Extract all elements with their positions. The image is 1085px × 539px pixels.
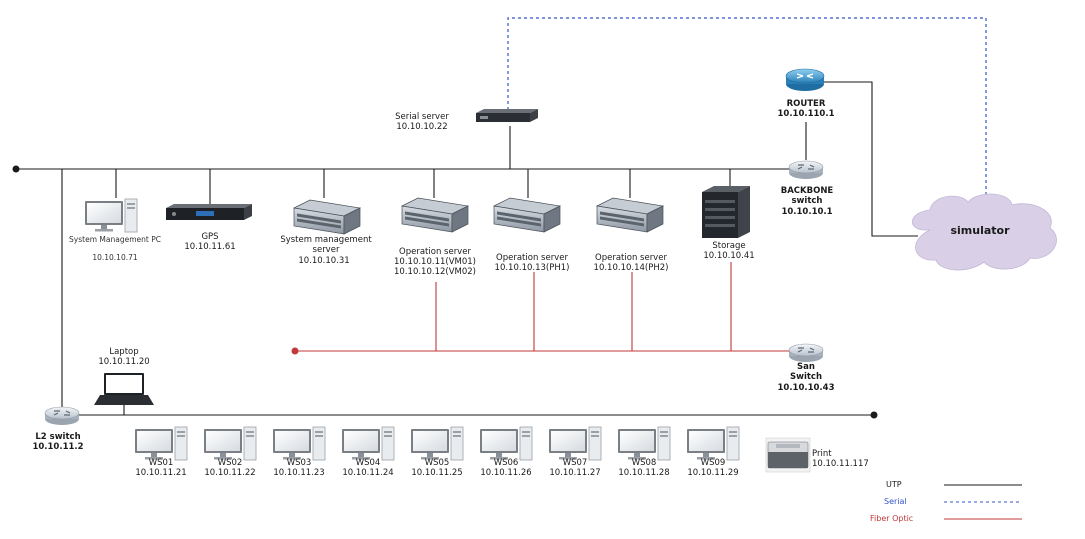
serial-server-name: Serial server xyxy=(395,112,449,122)
laptop-name: Laptop xyxy=(109,347,139,357)
ws-name: WS05 xyxy=(424,458,450,468)
operation-server-vm-icon xyxy=(401,197,469,233)
op-ph1-name: Operation server xyxy=(496,253,568,263)
op-vm-ip1: 10.10.10.11(VM01) xyxy=(394,257,476,267)
print-ip: 10.10.11.117 xyxy=(812,459,869,469)
router-icon xyxy=(785,68,825,91)
legend-serial: Serial xyxy=(884,497,907,506)
serial-link xyxy=(507,17,987,200)
operation-server-ph1-icon xyxy=(493,197,561,233)
storage-ip: 10.10.10.41 xyxy=(703,251,755,261)
l2-switch-name: L2 switch xyxy=(35,432,81,442)
gps-ip: 10.10.11.61 xyxy=(184,242,236,252)
router-ip: 10.10.110.1 xyxy=(777,109,835,119)
ws-ip: 10.10.11.23 xyxy=(273,468,325,478)
storage-name: Storage xyxy=(712,241,746,251)
ws-ip: 10.10.11.27 xyxy=(549,468,601,478)
ws-icon xyxy=(134,426,188,461)
ws-name: WS08 xyxy=(631,458,657,468)
ws-icon xyxy=(410,426,464,461)
ws-name: WS01 xyxy=(148,458,174,468)
ws-ip: 10.10.11.28 xyxy=(618,468,670,478)
san-switch-icon xyxy=(788,343,824,363)
ws-name: WS06 xyxy=(493,458,519,468)
printer-icon xyxy=(765,437,811,473)
ws-icon xyxy=(686,426,740,461)
serial-server-icon xyxy=(476,109,538,122)
ws-name: WS07 xyxy=(562,458,588,468)
ws-name: WS04 xyxy=(355,458,381,468)
laptop-ip: 10.10.11.20 xyxy=(98,357,150,367)
legend-fiber: Fiber Optic xyxy=(870,514,914,523)
router-name: ROUTER xyxy=(786,99,826,109)
ws-name: WS02 xyxy=(217,458,243,468)
san-switch-name: San Switch xyxy=(789,362,823,382)
system-pc-name: System Management PC xyxy=(69,235,161,244)
gps-name: GPS xyxy=(201,232,219,242)
ws-ip: 10.10.11.26 xyxy=(480,468,532,478)
op-ph1-ip: 10.10.10.13(PH1) xyxy=(494,263,570,273)
legend-utp: UTP xyxy=(886,480,902,489)
serial-server-ip: 10.10.10.22 xyxy=(396,122,448,132)
ws-ip: 10.10.11.22 xyxy=(204,468,256,478)
fiber-lines xyxy=(295,262,790,352)
l2-switch-icon xyxy=(44,406,80,426)
laptop-icon xyxy=(94,373,154,405)
system-pc-ip: 10.10.10.71 xyxy=(92,253,138,262)
ws-icon xyxy=(548,426,602,461)
system-server-ip: 10.10.10.31 xyxy=(298,256,350,266)
system-management-pc-icon xyxy=(84,198,138,233)
workstation-icons xyxy=(134,426,740,461)
ws-ip: 10.10.11.29 xyxy=(687,468,739,478)
system-management-server-icon xyxy=(293,199,361,235)
simulator-label: simulator xyxy=(950,224,1010,237)
op-vm-name: Operation server xyxy=(399,247,471,257)
ws-icon xyxy=(203,426,257,461)
simulator-cloud xyxy=(912,193,1057,271)
backbone-switch-icon xyxy=(788,160,824,180)
ws-ip: 10.10.11.24 xyxy=(342,468,394,478)
san-switch-ip: 10.10.10.43 xyxy=(777,383,835,393)
ws-icon xyxy=(479,426,533,461)
ws-icon xyxy=(617,426,671,461)
op-ph2-ip: 10.10.10.14(PH2) xyxy=(593,263,669,273)
storage-icon xyxy=(702,186,750,238)
gps-icon xyxy=(166,204,252,220)
ws-ip: 10.10.11.25 xyxy=(411,468,463,478)
op-vm-ip2: 10.10.10.12(VM02) xyxy=(394,267,476,277)
system-server-name: System management server xyxy=(280,235,372,255)
backbone-switch-ip: 10.10.10.1 xyxy=(781,207,833,217)
print-name: Print xyxy=(812,449,832,459)
ws-ip: 10.10.11.21 xyxy=(135,468,187,478)
ws-name: WS03 xyxy=(286,458,312,468)
backbone-switch-name: BACKBONE switch xyxy=(780,186,834,206)
utp-lines xyxy=(16,81,918,416)
operation-server-ph2-icon xyxy=(596,197,664,233)
l2-switch-ip: 10.10.11.2 xyxy=(32,442,84,452)
op-ph2-name: Operation server xyxy=(595,253,667,263)
ws-icon xyxy=(272,426,326,461)
ws-name: WS09 xyxy=(700,458,726,468)
ws-icon xyxy=(341,426,395,461)
